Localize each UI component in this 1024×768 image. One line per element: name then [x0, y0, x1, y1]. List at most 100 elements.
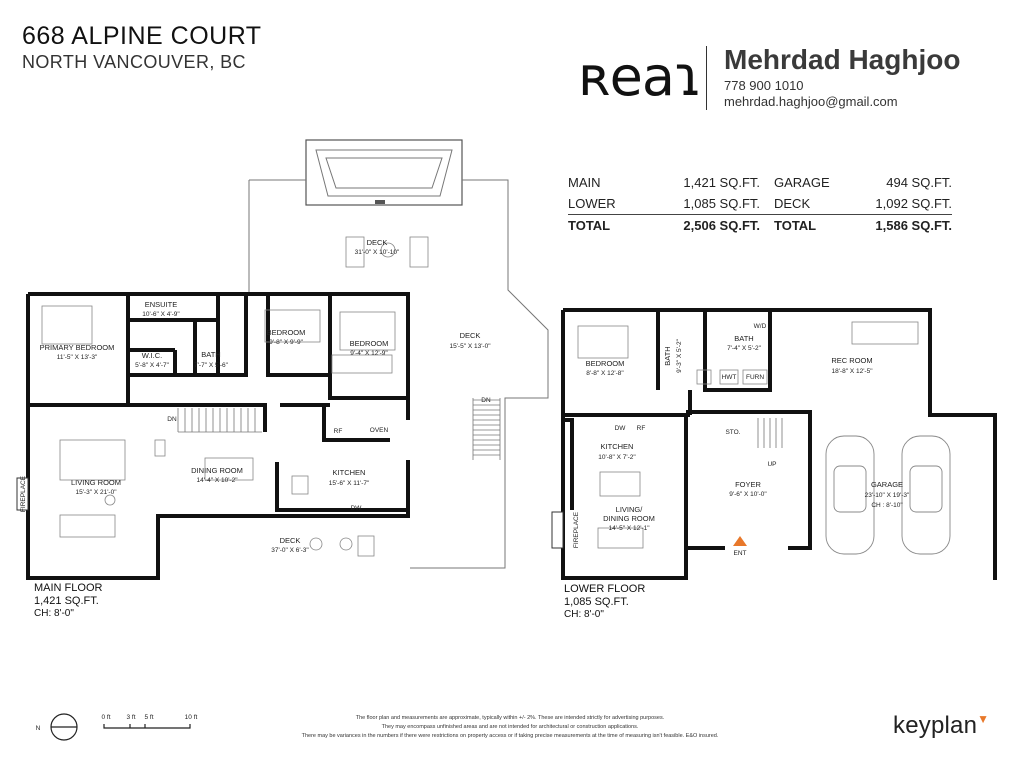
area-row: MAIN 1,421 SQ.FT. GARAGE 494 SQ.FT.	[568, 172, 952, 193]
area-label: GARAGE	[774, 175, 830, 190]
room-living-name-2: DINING ROOM	[603, 514, 655, 523]
deck-top-name: DECK	[367, 238, 388, 247]
keyplan-logo: keyplan▼	[893, 712, 989, 740]
deck-bottom-name: DECK	[280, 536, 301, 545]
lower-floor-ceiling: CH: 8'-0"	[564, 609, 604, 620]
area-value: 1,421 SQ.FT.	[683, 175, 760, 190]
fireplace-label: FIREPLACE	[20, 475, 27, 512]
main-floor-area: 1,421 SQ.FT.	[34, 595, 99, 607]
room-rec-name: REC ROOM	[831, 356, 872, 365]
room-bedroom-name: BEDROOM	[586, 359, 625, 368]
fridge-label: RF	[334, 428, 343, 435]
room-bath-1-name: BATH	[663, 346, 672, 365]
fireplace-icon	[551, 511, 564, 549]
property-city: NORTH VANCOUVER, BC	[22, 52, 246, 72]
area-summary-table: MAIN 1,421 SQ.FT. GARAGE 494 SQ.FT. LOWE…	[568, 172, 952, 236]
deck-chairs-icon	[345, 236, 429, 268]
room-rec-dim: 18'-8" X 12'-5"	[831, 368, 873, 375]
area-label: DECK	[774, 196, 811, 211]
fridge-label: RF	[637, 425, 646, 432]
scale-0-label: 0 ft	[101, 714, 110, 721]
room-kitchen-dim: 10'-8" X 7'-2"	[598, 454, 636, 461]
deck-top-dim: 31'-0" X 10'-10"	[355, 249, 400, 256]
room-bath-1-dim: 9'-3" X 5'-2"	[676, 338, 683, 373]
area-label: MAIN	[568, 175, 601, 190]
room-living-name: LIVING ROOM	[71, 478, 121, 487]
room-bedroom-2-dim: 9'-8" X 9'-9"	[269, 339, 304, 346]
area-value: 494 SQ.FT.	[886, 175, 952, 190]
oven-label: OVEN	[370, 427, 389, 434]
room-bath-name: BATH	[201, 350, 220, 359]
room-dining-dim: 14'-4" X 10'-2"	[196, 477, 238, 484]
property-address: 668 ALPINE COURT	[22, 22, 262, 50]
room-ensuite-dim: 10'-6" X 4'-9"	[142, 311, 180, 318]
scale-10-label: 10 ft	[185, 714, 198, 721]
dishwasher-label: DW	[351, 505, 363, 512]
scale-5-label: 5 ft	[144, 714, 153, 721]
room-dining-name: DINING ROOM	[191, 466, 243, 475]
disclaimer: The floor plan and measurements are appr…	[240, 714, 780, 741]
main-floor-title: MAIN FLOOR	[34, 582, 103, 594]
hot-tub-icon	[305, 139, 463, 206]
fireplace-label: FIREPLACE	[573, 511, 580, 548]
lower-floor-caption: LOWER FLOOR 1,085 SQ.FT. CH: 8'-0"	[564, 583, 645, 620]
deck-side-name: DECK	[460, 331, 481, 340]
keyplan-mark-icon: ▼	[977, 712, 990, 726]
room-bath-2-name: BATH	[734, 334, 753, 343]
disclaimer-line: There may be variances in the numbers if…	[301, 733, 719, 739]
lower-floor-walls	[561, 308, 997, 580]
area-row: LOWER 1,085 SQ.FT. DECK 1,092 SQ.FT.	[568, 193, 952, 215]
room-foyer-name: FOYER	[735, 480, 761, 489]
room-living-dim: 15'-3" X 21'-0"	[75, 489, 117, 496]
main-floor-ceiling: CH: 8'-0"	[34, 608, 74, 619]
dishwasher-label: DW	[615, 425, 627, 432]
agent-name: Mehrdad Haghjoo	[724, 44, 961, 75]
room-bedroom-3-name: BEDROOM	[350, 339, 389, 348]
disclaimer-line: The floor plan and measurements are appr…	[355, 715, 665, 721]
area-total-label: TOTAL	[774, 214, 854, 236]
room-bath-2-dim: 7'-4" X 5'-2"	[727, 345, 762, 352]
furnace-label: FURN	[746, 374, 764, 381]
lower-floor-area: 1,085 SQ.FT.	[564, 596, 629, 608]
room-primary-name: PRIMARY BEDROOM	[40, 343, 115, 352]
deck-outline	[248, 179, 549, 569]
car-icon	[825, 435, 875, 555]
main-floor-walls	[26, 292, 410, 580]
disclaimer-line: They may encompass unfinished areas and …	[381, 724, 639, 730]
north-label: N	[36, 725, 41, 732]
room-bedroom-3-dim: 9'-4" X 12'-9"	[350, 350, 388, 357]
room-garage-dim: 23'-10" X 19'-3"	[865, 492, 910, 499]
deck-stairs	[472, 398, 501, 460]
keyplan-wordmark: keyplan	[893, 712, 978, 739]
scale-bar	[103, 724, 191, 729]
room-kitchen-dim: 15'-6" X 11'-7"	[329, 480, 370, 487]
lower-stairs	[757, 418, 783, 448]
brokerage-logo: ʀeaɿ	[578, 45, 703, 108]
header-divider	[706, 46, 707, 110]
hot-water-tank-label: HWT	[722, 374, 737, 381]
lower-floor-title: LOWER FLOOR	[564, 583, 646, 595]
room-bedroom-dim: 8'-8" X 12'-8"	[586, 370, 624, 377]
room-wic-dim: 5'-8" X 4'-7"	[135, 362, 170, 369]
stairs-dn-label: DN	[167, 416, 177, 423]
area-label: LOWER	[568, 196, 616, 211]
deck-bottom-dim: 37'-0" X 6'-3"	[271, 547, 309, 554]
main-floor-caption: MAIN FLOOR 1,421 SQ.FT. CH: 8'-0"	[34, 582, 102, 619]
room-living-name: LIVING/	[616, 505, 644, 514]
room-wic-name: W.I.C.	[142, 351, 162, 360]
deck-side-dim: 15'-5" X 13'-0"	[449, 343, 491, 350]
room-garage-name: GARAGE	[871, 480, 903, 489]
main-furniture	[41, 305, 396, 557]
entry-arrow-icon	[733, 536, 747, 546]
room-garage-ch: CH : 8'-10"	[871, 502, 903, 509]
scale-3-label: 3 ft	[126, 714, 135, 721]
main-stairs	[177, 408, 262, 433]
area-value: 1,085 SQ.FT.	[683, 196, 760, 211]
room-living-dim: 14'-5" X 12'-1"	[608, 525, 650, 532]
agent-email[interactable]: mehrdad.haghjoo@gmail.com	[724, 94, 898, 109]
room-bath-dim: 7'-7" X 5'-6"	[194, 362, 229, 369]
area-total-label: TOTAL	[568, 214, 650, 236]
room-foyer-dim: 9'-6" X 10'-0"	[729, 491, 767, 498]
room-primary-dim: 11'-5" X 13'-3"	[57, 354, 98, 361]
area-total-row: TOTAL 2,506 SQ.FT. TOTAL 1,586 SQ.FT.	[568, 214, 952, 236]
